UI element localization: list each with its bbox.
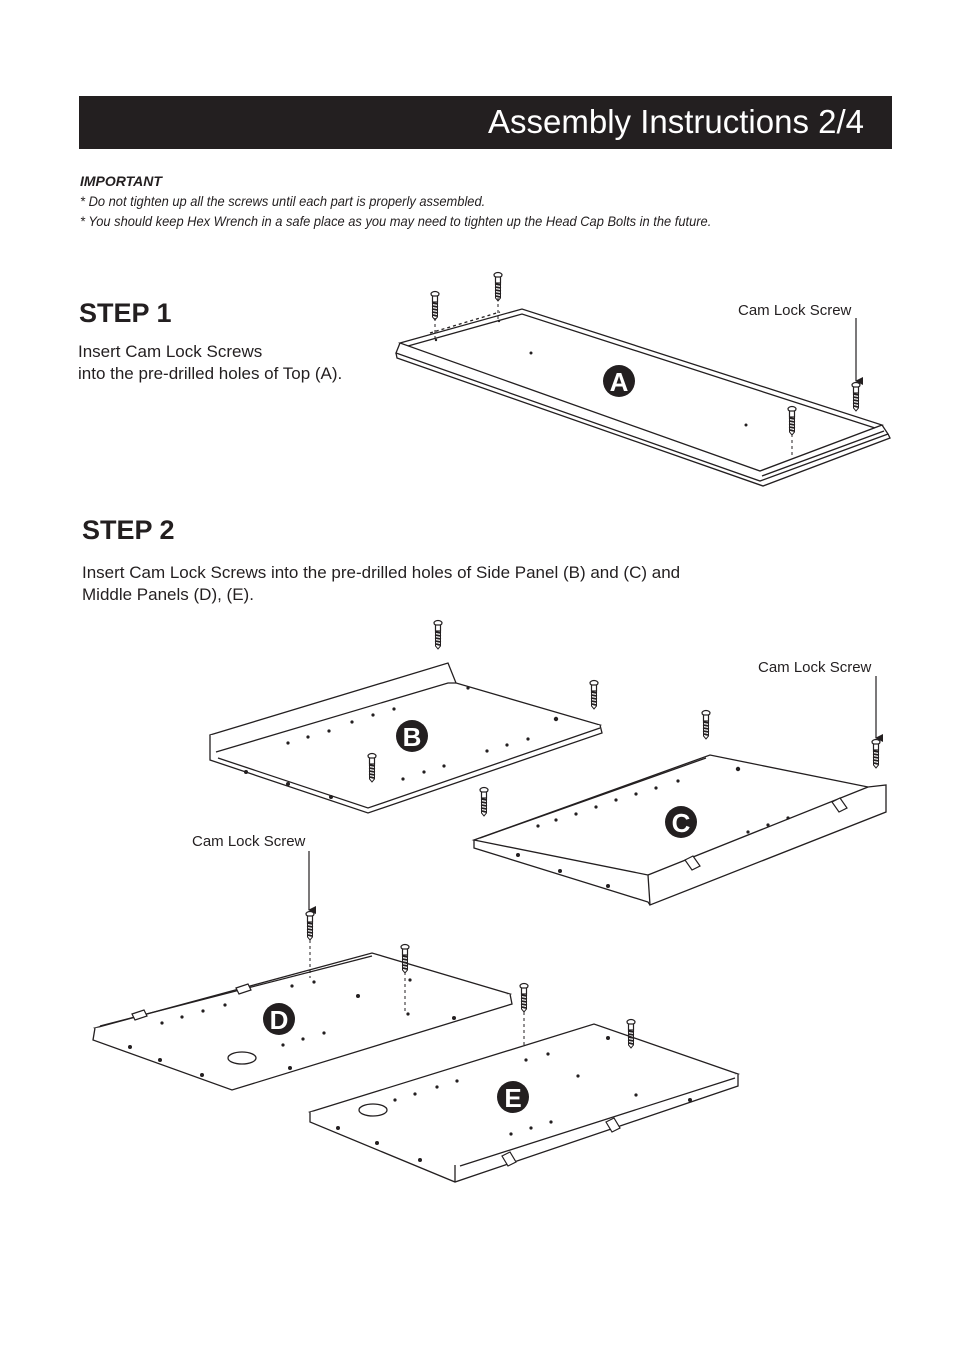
step2-cam-lock-caption-left: Cam Lock Screw [192,833,306,850]
badge-a-letter: A [610,367,629,397]
panel-c-holes [516,766,790,888]
badge-d: D [263,1003,295,1035]
step1-screw-4 [851,381,861,412]
step1-screw-2 [493,271,503,302]
badge-b: B [396,720,428,752]
important-heading: IMPORTANT [80,173,162,189]
badge-c-letter: C [672,808,691,838]
step1-screw-1 [430,290,440,321]
important-note-2: * You should keep Hex Wrench in a safe p… [80,213,712,229]
step1-screw-3 [787,405,797,436]
panel-d-screw-1 [305,910,315,941]
panel-c-brackets [684,797,848,871]
badge-e: E [497,1081,529,1113]
step1-holes [434,319,748,427]
panel-e-screw-2 [626,1018,636,1049]
panel-e-holes [336,1036,692,1162]
panel-e-brackets [501,1117,621,1167]
step1-text: Insert Cam Lock Screws into the pre-dril… [78,341,342,385]
step1-line-1: Insert Cam Lock Screws [78,342,263,361]
step2-line-1: Insert Cam Lock Screws into the pre-dril… [82,563,681,582]
panel-d-brackets [131,983,252,1021]
step2-title: STEP 2 [82,515,175,545]
step1-title: STEP 1 [79,298,172,328]
panel-d [92,952,513,1091]
important-notice: IMPORTANT * Do not tighten up all the sc… [80,171,766,231]
panel-b-holes [244,686,559,799]
page-title: Assembly Instructions 2/4 [488,103,864,140]
step1-line-2: into the pre-drilled holes of Top (A). [78,364,343,383]
badge-b-letter: B [403,722,422,752]
panel-top-a [395,308,891,487]
badge-a: A [603,365,635,397]
badge-d-letter: D [270,1005,289,1035]
step1-cam-lock-caption: Cam Lock Screw [738,302,852,319]
panel-b-screw-2 [589,679,599,710]
step2-cam-lock-caption-right: Cam Lock Screw [758,659,872,676]
step2-line-2: Middle Panels (D), (E). [82,585,254,604]
panel-b-screw-3 [367,752,377,783]
badge-c: C [665,806,697,838]
panel-b-screw-1 [433,619,443,650]
panel-c-screw-2 [701,709,711,740]
badge-e-letter: E [504,1083,521,1113]
step1-guide-lines [434,298,793,456]
important-note-1: * Do not tighten up all the screws until… [80,193,486,209]
panel-c-screw-3 [871,738,881,769]
title-bar: Assembly Instructions 2/4 [79,96,892,149]
panel-c-screw-1 [479,786,489,817]
step2-text: Insert Cam Lock Screws into the pre-dril… [82,562,680,606]
panel-d-holes [128,978,456,1077]
panel-e-screw-1 [519,982,529,1013]
panel-d-screw-2 [400,943,410,974]
